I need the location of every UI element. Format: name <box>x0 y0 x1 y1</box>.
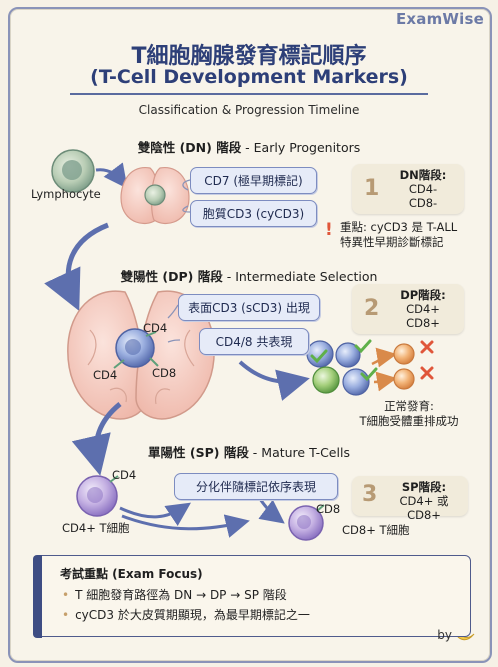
sp-info-card <box>352 476 468 516</box>
dp-card-cd8: CD8+ <box>406 316 440 330</box>
bullet-icon: • <box>62 588 70 602</box>
dp-card-cd4: CD4+ <box>406 302 440 316</box>
selection-caption-1: 正常發育: <box>384 399 434 413</box>
dp-label-cd4-left: CD4 <box>93 368 118 382</box>
exam-focus-box <box>33 555 471 637</box>
arrow-to-cd8 <box>121 514 250 538</box>
arrow-to-selection <box>238 360 310 401</box>
dn-heading-rest: - Early Progenitors <box>241 140 361 155</box>
dp-card-title: DP階段: <box>400 288 446 302</box>
rejected-cells <box>393 343 415 390</box>
brand-logo: ExamWise <box>395 10 484 28</box>
dn-card-title: DN階段: <box>399 168 447 182</box>
marker-sequential-pill: 分化伴隨標記依序表現 <box>174 473 338 500</box>
cd8-t-cell <box>288 504 325 541</box>
arrow-to-thymus-dn <box>95 162 128 189</box>
arrow-reject-1 <box>371 347 397 368</box>
marker-scd3-pill: 表面CD3 (sCD3) 出現 <box>178 294 320 321</box>
thymus-large-illustration <box>67 290 215 420</box>
dp-stage-heading: 雙陽性 (DP) 階段 - Intermediate Selection <box>0 266 498 285</box>
sp-step-number: 3 <box>362 482 378 507</box>
dn-card-cd8: CD8- <box>408 196 438 210</box>
exam-focus-title: 考試重點 (Exam Focus) <box>60 567 203 581</box>
exam-focus-accent-bar <box>33 555 42 638</box>
dp-info-card <box>352 284 464 334</box>
dp-heading-rest: - Intermediate Selection <box>222 269 378 284</box>
byline: by <box>437 628 452 642</box>
dp-heading-bold: 雙陽性 (DP) 階段 <box>120 269 223 284</box>
dn-step-number: 1 <box>364 176 380 201</box>
connector-scd3 <box>167 304 179 319</box>
dp-label-cd8: CD8 <box>152 366 177 380</box>
arrow-cd4-branch <box>119 502 191 526</box>
alert-line-1: 重點: cyCD3 是 T-ALL <box>340 220 458 234</box>
dn-heading-bold: 雙陰性 (DN) 階段 <box>137 140 242 155</box>
dn-card-cd4: CD4- <box>408 182 438 196</box>
cross-icon <box>420 340 434 380</box>
exam-focus-item-2: cyCD3 於大皮質期顯現，為最早期標記之一 <box>75 608 310 622</box>
marker-cycd3-pill: 胞質CD3 (cyCD3) <box>190 200 317 227</box>
check-icon <box>310 339 378 382</box>
arrow-dn-to-dp <box>44 222 109 312</box>
exam-focus-item-1: T 細胞發育路徑為 DN → DP → SP 階段 <box>75 588 287 602</box>
sp-cd4-label: CD4 <box>112 468 137 482</box>
lymphocyte-cell <box>51 149 95 193</box>
exam-focus-item: • T 細胞發育路徑為 DN → DP → SP 階段 <box>62 586 287 603</box>
connector-cd7 <box>182 179 191 191</box>
selection-caption-2: T細胞受體重排成功 <box>359 414 459 428</box>
title-divider <box>70 93 428 95</box>
sp-card-line: CD4+ 或 CD8+ <box>399 494 449 522</box>
bullet-icon: • <box>62 608 70 622</box>
arrow-reject-2 <box>373 371 397 392</box>
exam-focus-item: • cyCD3 於大皮質期顯現，為最早期標記之一 <box>62 606 310 623</box>
marker-cd48-pill: CD4/8 共表現 <box>199 328 309 355</box>
dp-step-number: 2 <box>364 296 380 321</box>
dn-stage-heading: 雙陰性 (DN) 階段 - Early Progenitors <box>0 137 498 156</box>
title-english: (T-Cell Development Markers) <box>90 66 408 88</box>
sp-cd4-caption: CD4+ T細胞 <box>62 521 130 535</box>
title-chinese: T細胞胸腺發育標記順序 <box>131 44 367 69</box>
lymphocyte-label: Lymphocyte <box>31 187 101 201</box>
sp-stage-heading: 單陽性 (SP) 階段 - Mature T-Cells <box>0 442 498 461</box>
marker-cd7-pill: CD7 (極早期標記) <box>190 167 317 194</box>
subtitle: Classification & Progression Timeline <box>138 103 360 117</box>
sp-heading-rest: - Mature T-Cells <box>248 445 350 460</box>
dn-info-card <box>352 164 464 214</box>
cd4-t-cell <box>76 475 119 517</box>
dp-label-cd4-top: CD4 <box>143 321 168 335</box>
alert-line-2: 特異性早期診斷標記 <box>340 235 444 249</box>
sp-cd8-caption: CD8+ T細胞 <box>342 523 410 537</box>
arrow-dp-to-sp <box>71 402 122 476</box>
connector-cd48 <box>167 339 181 343</box>
alert-icon: ! <box>325 220 333 240</box>
connector-cycd3 <box>182 205 191 213</box>
thymus-small-icon <box>120 167 190 225</box>
sp-heading-bold: 單陽性 (SP) 階段 <box>148 445 249 460</box>
sp-cd8-label: CD8 <box>316 502 341 516</box>
sp-card-title: SP階段: <box>401 480 447 494</box>
